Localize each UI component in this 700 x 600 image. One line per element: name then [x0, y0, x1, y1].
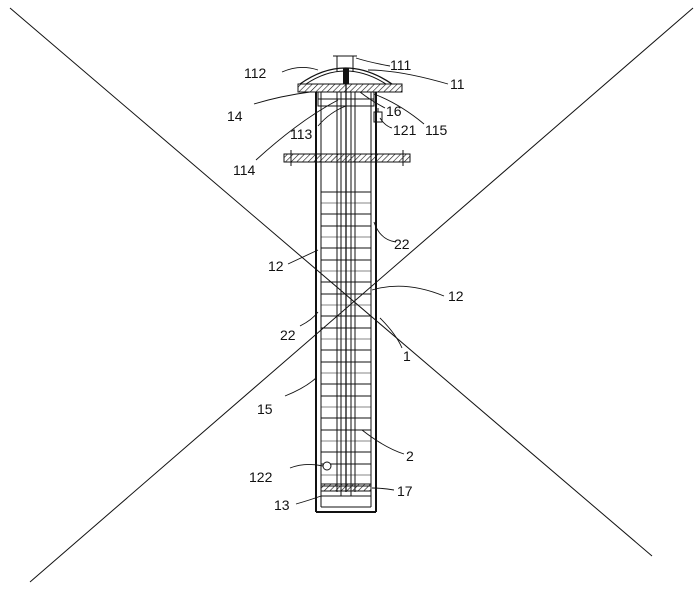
label-16: 16 [386, 103, 402, 119]
label-2: 2 [406, 448, 414, 464]
label-1: 1 [403, 348, 411, 364]
label-14: 14 [227, 108, 243, 124]
label-112: 112 [244, 65, 267, 81]
label-12-left: 12 [268, 258, 284, 274]
label-122: 122 [249, 469, 273, 485]
label-15: 15 [257, 401, 273, 417]
label-12-right: 12 [448, 288, 464, 304]
inlet-port-circle [322, 461, 332, 471]
middle-flange [283, 150, 411, 166]
reference-labels: 112 111 11 14 16 113 121 115 114 22 12 1… [227, 57, 465, 513]
label-111: 111 [390, 57, 411, 73]
label-113: 113 [290, 126, 313, 142]
bottom-plate [320, 483, 372, 497]
label-17: 17 [397, 483, 413, 499]
label-114: 114 [233, 162, 256, 178]
label-22-lower: 22 [280, 327, 296, 343]
upper-flange [297, 83, 403, 93]
label-13: 13 [274, 497, 290, 513]
label-115: 115 [425, 122, 448, 138]
top-internals [317, 91, 383, 123]
leader-lines [253, 57, 449, 505]
central-rods [336, 84, 356, 492]
label-11: 11 [450, 76, 465, 92]
label-121: 121 [393, 122, 417, 138]
label-22-upper: 22 [394, 236, 410, 252]
